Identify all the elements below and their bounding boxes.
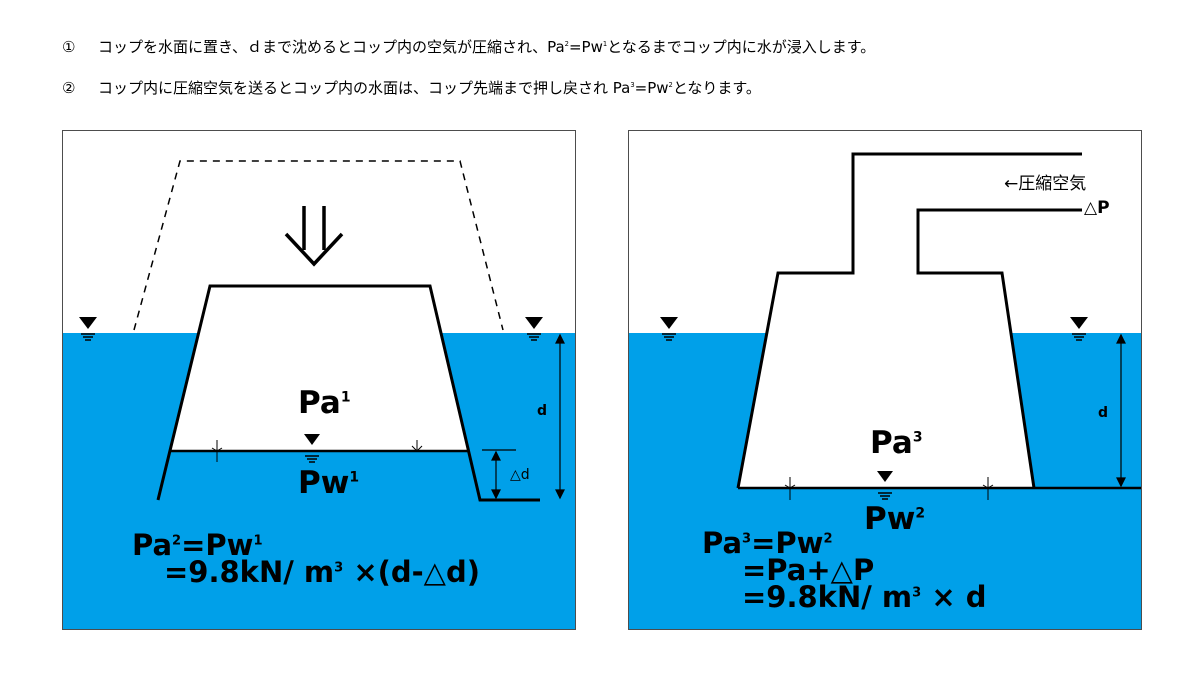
- cup-initial-position: [133, 160, 504, 331]
- caption-text: コップを水面に置き、ｄまで沈めるとコップ内の空気が圧縮され、Pa: [98, 38, 565, 56]
- caption-text: となります。: [672, 79, 761, 97]
- d-label: d: [1098, 405, 1109, 421]
- pw1-label: Pw1: [298, 465, 360, 501]
- pa1-label: Pa1: [298, 385, 351, 421]
- d-label: d: [537, 403, 548, 419]
- step-number: ②: [62, 79, 76, 97]
- cup-outline: [156, 284, 540, 502]
- superscript: 2: [564, 40, 569, 48]
- superscript: 3: [630, 81, 635, 89]
- caption-text: となるまでコップ内に水が浸入します。: [607, 38, 876, 56]
- surface-tick: [987, 484, 994, 489]
- water-level-marker-icon: [660, 317, 678, 341]
- inner-water-level-marker-icon: [877, 471, 893, 500]
- pw2-label: Pw2: [864, 501, 926, 537]
- delta-p-label: △P: [1084, 198, 1110, 218]
- inner-water-level-marker-icon: [304, 434, 320, 463]
- water-level-marker-icon: [79, 317, 97, 341]
- equation-left: Pa2=Pw1 =9.8kN/ m3 ×(d-△d): [132, 528, 480, 589]
- surface-tick: [216, 447, 223, 452]
- caption-text: =Pw: [634, 79, 669, 97]
- surface-tick: [411, 445, 418, 452]
- caption-text: =Pw: [568, 38, 603, 56]
- caption-step-2: ② コップ内に圧縮空気を送るとコップ内の水面は、コップ先端まで押し戻され Pa3=…: [62, 77, 761, 98]
- cup-compressed-air-drawing: [628, 130, 1142, 630]
- panel-frame: [628, 130, 1142, 630]
- depth-dimension: [1116, 333, 1126, 488]
- diagram-cup-compressed-air: ←圧縮空気 △P Pa3 Pw2 d Pa3=Pw2 =Pa+△P =9.8kN…: [628, 130, 1142, 630]
- pa3-label: Pa3: [870, 425, 923, 461]
- depth-dimension: [555, 333, 565, 500]
- delta-d-label: △d: [510, 467, 530, 483]
- water-level-marker-icon: [1070, 317, 1088, 341]
- cup-air-space: [738, 154, 1082, 488]
- surface-tick: [982, 484, 989, 489]
- step-number: ①: [62, 38, 76, 56]
- compressed-air-label: ←圧縮空気: [1004, 174, 1087, 194]
- delta-d-dimension: [482, 449, 516, 500]
- surface-tick: [789, 484, 796, 489]
- cup-outline: [916, 208, 1082, 489]
- cup-air-space: [171, 286, 468, 451]
- caption-step-1: ① コップを水面に置き、ｄまで沈めるとコップ内の空気が圧縮され、Pa2=Pw1とな…: [62, 36, 875, 57]
- surface-tick: [211, 447, 218, 452]
- cup-outline: [736, 152, 1082, 489]
- water-level-marker-icon: [525, 317, 543, 341]
- panel-frame: [62, 130, 576, 630]
- surface-tick: [784, 484, 791, 489]
- cup-submerged-drawing: [62, 130, 576, 630]
- surface-tick: [416, 445, 423, 452]
- caption-text: コップ内に圧縮空気を送るとコップ内の水面は、コップ先端まで押し戻され Pa: [98, 79, 631, 97]
- diagram-cup-submerged: Pa1 Pw1 d △d Pa2=Pw1 =9.8kN/ m3 ×(d-△d): [62, 130, 576, 630]
- push-down-arrow-icon: [284, 206, 344, 267]
- superscript: 2: [668, 81, 673, 89]
- superscript: 1: [602, 40, 608, 48]
- equation-right: Pa3=Pw2 =Pa+△P =9.8kN/ m3 × d: [702, 526, 987, 614]
